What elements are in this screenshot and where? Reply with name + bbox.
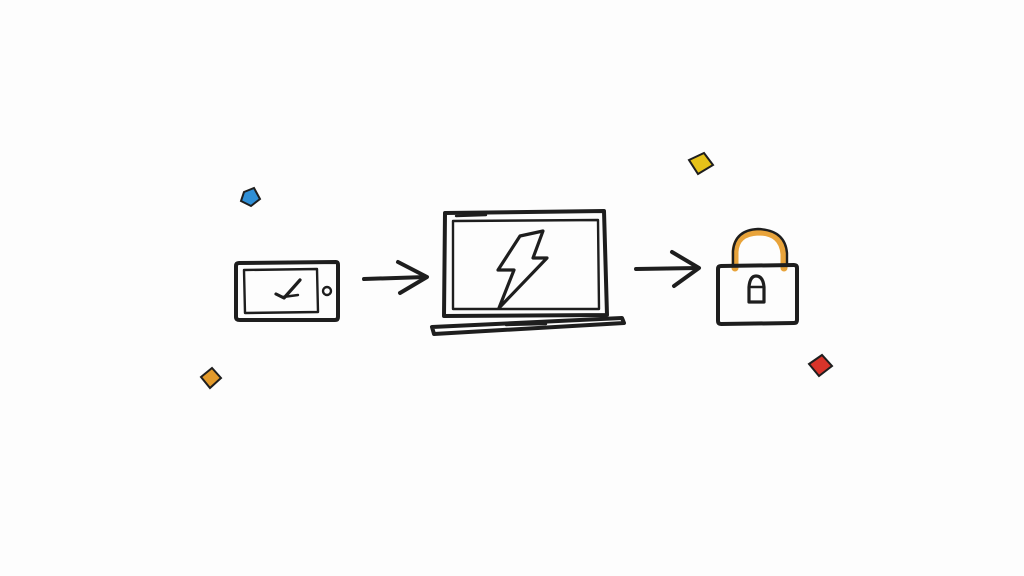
padlock-icon bbox=[716, 227, 799, 326]
smartphone-check-icon bbox=[234, 260, 340, 322]
arrow-right-icon bbox=[634, 250, 701, 288]
sparkle-orange-icon bbox=[199, 366, 223, 390]
sparkle-yellow-icon bbox=[687, 151, 715, 176]
arrow-right-icon bbox=[362, 260, 429, 295]
sparkle-red-icon bbox=[807, 353, 834, 378]
sparkle-blue-icon bbox=[239, 186, 262, 208]
laptop-lightning-icon bbox=[430, 209, 626, 336]
